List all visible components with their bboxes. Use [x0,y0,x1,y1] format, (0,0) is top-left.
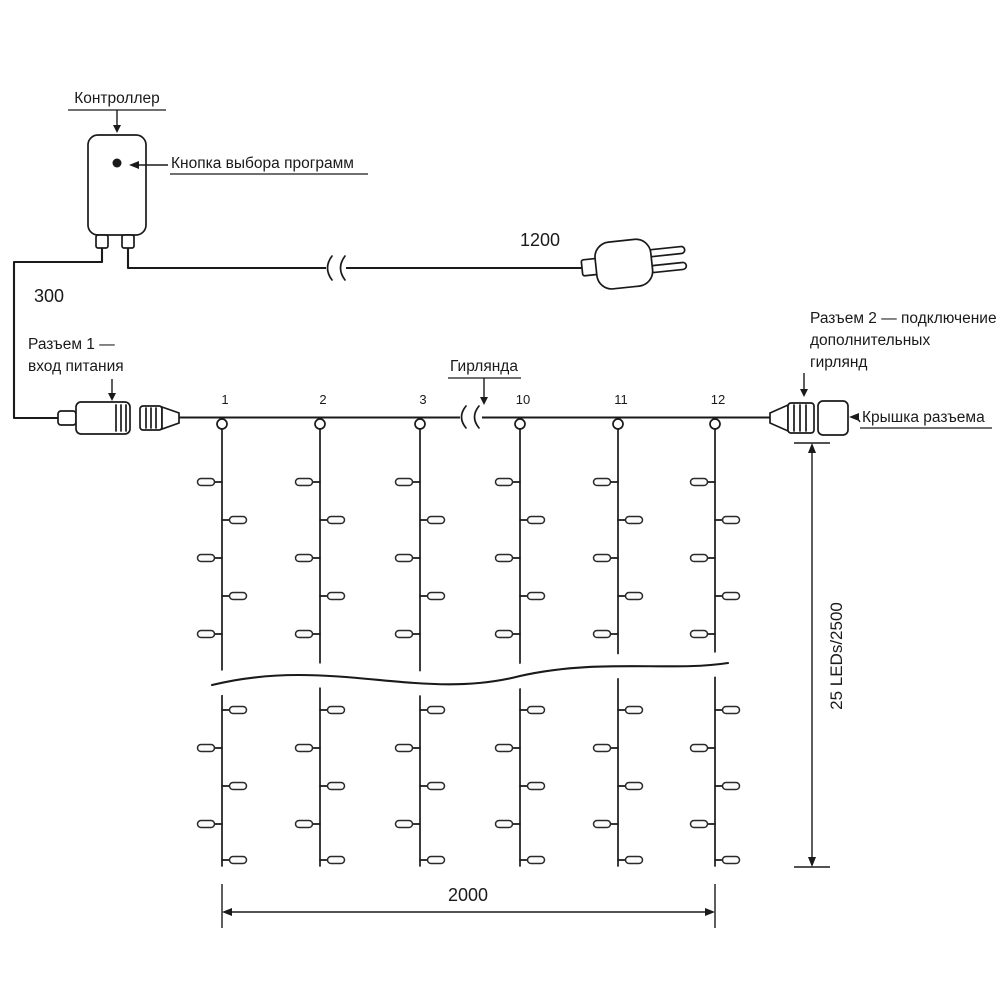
connector1-callout: Разъем 1 — вход питания [28,336,124,401]
program-button-label: Кнопка выбора программ [171,155,354,172]
controller-outlet-right [121,234,135,249]
led-string-10 [494,418,546,867]
controller-label: Контроллер [74,90,160,107]
cap-label: Крышка разъема [862,409,985,426]
controller-outlet-left [95,234,109,249]
connector2-label-line1: Разъем 2 — подключение [810,310,997,327]
connector1-label-line1: Разъем 1 — [28,336,115,353]
string-number: 11 [614,392,628,407]
connector2-callout: Разъем 2 — подключение дополнительных ги… [800,310,997,397]
curtain-break-wave [209,651,730,697]
program-button-callout: Кнопка выбора программ [129,155,368,175]
power-cable [126,246,588,270]
drop-length-label: 300 [34,286,64,306]
led-string-1 [196,418,248,867]
garland-callout: Гирлянда [448,358,521,405]
cap-callout: Крышка разъема [849,409,992,429]
width-dimension: 2000 [221,884,716,928]
vertical-dim-label: 25 LEDs/2500 [827,602,846,710]
string-number: 10 [516,392,530,407]
string-number: 1 [221,392,228,407]
cable-break-icon [326,255,346,282]
wire-break-icon [460,405,482,431]
led-string-3 [394,418,446,867]
string-number: 3 [419,392,426,407]
program-select-button [112,158,122,168]
string-number: 12 [711,392,725,407]
power-plug [580,238,688,290]
connector-1 [57,401,180,435]
controller-callout: Контроллер [68,90,166,133]
led-string-2 [294,418,346,867]
height-dimension: 25 LEDs/2500 [794,442,846,868]
connector2-label-line3: гирлянд [810,354,867,371]
power-input-wire [12,246,104,420]
connector-cap [817,400,849,436]
string-number: 2 [319,392,326,407]
led-string-11 [592,418,644,867]
led-string-12 [689,418,741,867]
cable-length-label: 1200 [520,230,560,250]
horizontal-dim-label: 2000 [448,885,488,905]
connector-2 [769,400,849,436]
connector1-label-line2: вход питания [28,358,124,375]
controller-box [87,134,147,249]
connector2-label-line2: дополнительных [810,332,930,349]
garland-label: Гирлянда [450,358,518,375]
